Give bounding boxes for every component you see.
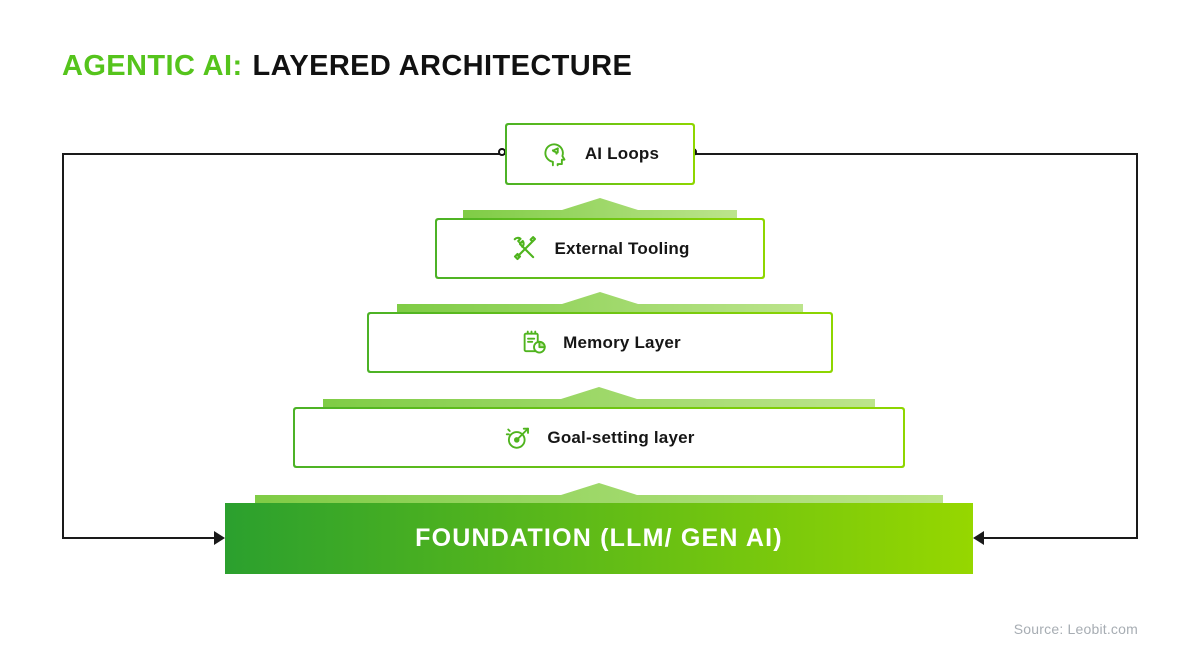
ai-loops-head-icon [541,139,571,169]
title-highlight: AGENTIC AI: [62,50,243,82]
foundation-bar: FOUNDATION (LLM/ GEN AI) [225,503,973,574]
up-arrow-connector-2 [397,292,803,312]
source-credit: Source: Leobit.com [1013,621,1138,637]
layer-external-tooling: External Tooling [435,218,765,279]
loop-arrowhead-into-foundation-right [973,531,984,545]
layer-goal-setting: Goal-setting layer [293,407,905,468]
foundation-label: FOUNDATION (LLM/ GEN AI) [415,524,783,552]
layer-ai-loops: AI Loops [505,123,695,185]
title-rest: LAYERED ARCHITECTURE [252,50,633,82]
layer-label-external-tooling: External Tooling [554,238,690,258]
feedback-loop-line-top-right [695,153,1138,155]
up-arrow-connector-4 [255,483,943,503]
layer-label-ai-loops: AI Loops [584,144,660,163]
memory-document-chart-icon [519,328,549,358]
loop-arrowhead-into-foundation-left [214,531,225,545]
feedback-loop-line-bottom-left [62,537,214,539]
goal-target-icon [503,423,533,453]
feedback-loop-line-left-vertical [62,153,64,539]
feedback-loop-line-bottom-right [984,537,1136,539]
layer-label-goal-setting: Goal-setting layer [547,427,695,447]
feedback-loop-line-top-left [62,153,505,155]
layer-memory: Memory Layer [367,312,833,373]
layer-label-memory: Memory Layer [563,332,681,352]
page-title: AGENTIC AI: LAYERED ARCHITECTURE [62,50,632,83]
tools-icon [510,234,540,264]
up-arrow-connector-3 [323,387,875,407]
up-arrow-connector-1 [463,198,737,218]
feedback-loop-line-right-vertical [1136,153,1138,539]
